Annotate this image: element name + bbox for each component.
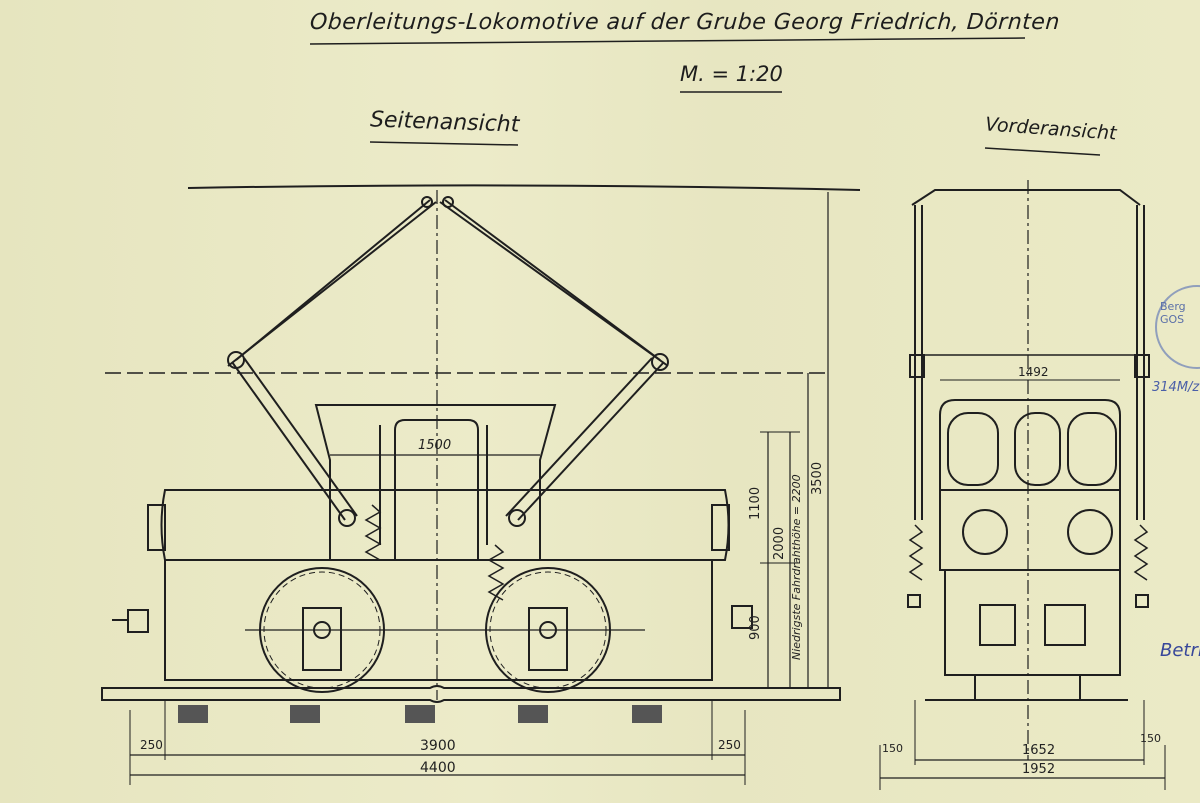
front-window-1 <box>947 412 999 486</box>
overhead-wire-side <box>187 184 861 191</box>
side-view-title: Seitenansicht <box>369 107 520 138</box>
dim-front-collector-width: 1492 <box>1018 365 1049 379</box>
blue-handwritten-note: 314M/z <box>1152 380 1200 395</box>
front-hood <box>939 489 1121 571</box>
dim-side-wheelbase-span: 3900 <box>420 738 456 754</box>
pantograph-arm-right-lower <box>517 361 665 521</box>
front-cab <box>939 399 1121 491</box>
dim-front-left-offset: 150 <box>882 742 903 755</box>
pantograph-arm-left-upper-inner <box>227 201 437 367</box>
stamp-text: Berg GOS <box>1160 300 1186 326</box>
cab-outline <box>314 404 557 561</box>
dim-side-right-offset: 250 <box>718 738 741 752</box>
front-frame <box>944 569 1121 676</box>
dim-front-right-offset: 150 <box>1140 732 1161 745</box>
dim-front-body-width: 1652 <box>1022 743 1056 758</box>
front-window-3 <box>1067 412 1117 486</box>
frame-side <box>164 560 713 681</box>
drawing-title: Oberleitungs-Lokomotive auf der Grube Ge… <box>309 10 1061 35</box>
dim-side-height-upper: 1100 <box>748 486 763 520</box>
wheel-left <box>259 567 385 693</box>
front-collector-top <box>911 189 1141 206</box>
dim-front-total-width: 1952 <box>1022 762 1056 777</box>
cab-door <box>394 419 479 560</box>
dim-side-total-height: 3500 <box>810 461 825 495</box>
dim-side-height-mid: 2000 <box>772 526 787 560</box>
pantograph-arm-left-lower <box>231 361 346 521</box>
pantograph-arm-right-lower-2 <box>505 357 653 517</box>
wheel-right <box>485 567 611 693</box>
front-lamp-left <box>962 509 1008 555</box>
dim-side-height-lower: 900 <box>748 615 763 640</box>
buffer-right <box>711 504 730 551</box>
dim-side-min-wire-height: Niedrigste Fahrdrahthöhe = 2200 <box>790 474 803 660</box>
front-lamp-right <box>1067 509 1113 555</box>
pantograph-arm-left-lower-2 <box>243 357 358 517</box>
buffer-left <box>147 504 166 551</box>
hood-body <box>160 489 730 561</box>
rail-side <box>101 685 841 703</box>
signature-note: Betri <box>1160 640 1200 661</box>
dim-side-left-offset: 250 <box>140 738 163 752</box>
front-window-2 <box>1014 412 1061 486</box>
dim-side-total-length: 4400 <box>420 760 456 776</box>
pantograph-arm-right-upper-inner <box>439 201 669 367</box>
dim-side-cab-width: 1500 <box>418 438 452 453</box>
drawing-scale: M. = 1:20 <box>680 62 783 86</box>
